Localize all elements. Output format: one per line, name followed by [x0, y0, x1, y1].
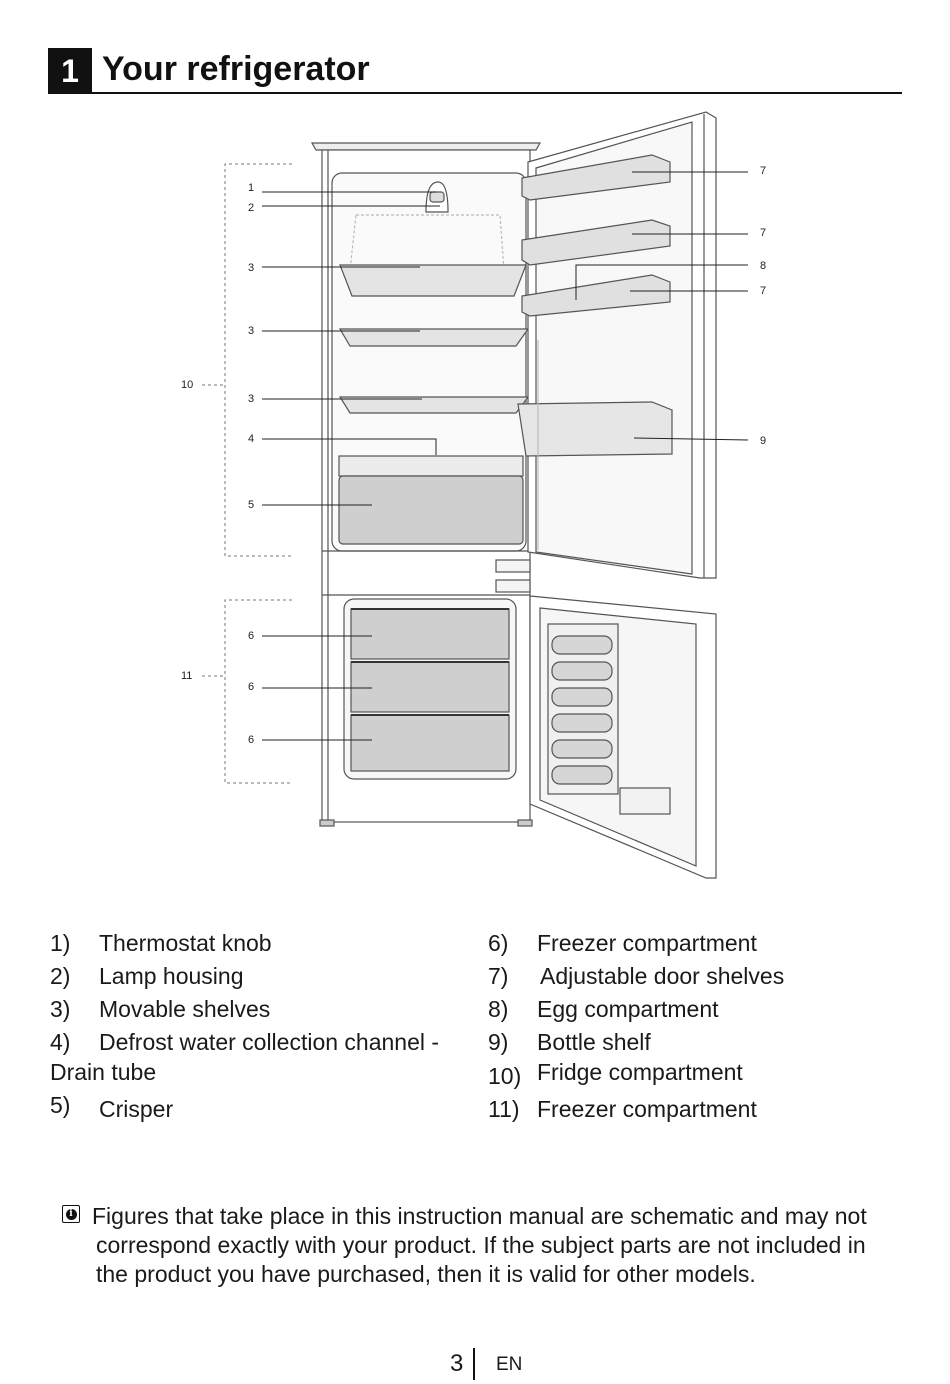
legend-item: 2) Lamp housing	[50, 963, 470, 996]
callout-label: 3	[248, 262, 254, 274]
callout-label: 6	[248, 630, 254, 642]
header-rule	[92, 92, 902, 94]
legend-text: Freezer compartment	[537, 930, 757, 956]
callout-label: 10	[181, 379, 193, 391]
page-number: 3	[450, 1350, 464, 1377]
note-line: correspond exactly with your product. If…	[96, 1232, 866, 1258]
legend-number: 6)	[488, 930, 509, 956]
legend-item: 1) Thermostat knob	[50, 930, 470, 963]
page-title: Your refrigerator	[102, 50, 370, 88]
legend-number: 8)	[488, 996, 509, 1022]
note-line: the product you have purchased, then it …	[96, 1261, 756, 1287]
legend-item: 5) Crisper	[50, 1092, 470, 1125]
info-icon: i	[62, 1205, 80, 1223]
legend-text: Egg compartment	[537, 996, 719, 1022]
legend-number: 7)	[488, 963, 509, 989]
legend-text: Movable shelves	[99, 996, 271, 1022]
callout-label: 7	[760, 285, 766, 297]
language-code: EN	[496, 1354, 523, 1375]
footer-divider	[473, 1348, 475, 1380]
callout-label: 6	[248, 734, 254, 746]
legend-text: Bottle shelf	[537, 1029, 651, 1055]
callout-label: 3	[248, 393, 254, 405]
page-footer: 3 EN	[0, 1348, 950, 1384]
legend-item: 6) Freezer compartment	[488, 930, 908, 963]
legend-number: 5)	[50, 1092, 71, 1118]
legend-text: Thermostat knob	[99, 930, 272, 956]
callout-label: 7	[760, 227, 766, 239]
legend-text: Defrost water collection channel -	[99, 1029, 440, 1055]
callout-label: 5	[248, 499, 254, 511]
legend-number: 3)	[50, 996, 71, 1022]
legend-number: 4)	[50, 1029, 71, 1055]
refrigerator-diagram: 1 2 3 3 3 4 5 6 6 6 10 11 7 7 8 7 9	[181, 111, 766, 879]
callout-label: 1	[248, 182, 254, 194]
legend-item: 11) Freezer compartment	[488, 1096, 908, 1129]
legend-text: Fridge compartment	[537, 1059, 743, 1085]
legend-number: 1)	[50, 930, 71, 956]
callout-label: 3	[248, 325, 254, 337]
legend-text: Adjustable door shelves	[540, 963, 785, 989]
callout-label: 9	[760, 435, 766, 447]
note-line: Figures that take place in this instruct…	[92, 1203, 867, 1229]
legend-text: Lamp housing	[99, 963, 244, 989]
legend-text: Crisper	[99, 1096, 174, 1122]
legend-left: 1) Thermostat knob 2) Lamp housing 3) Mo…	[50, 930, 470, 1125]
callout-label: 8	[760, 260, 766, 272]
legend-right: 6) Freezer compartment 7) Adjustable doo…	[488, 930, 908, 1129]
section-number: 1	[48, 48, 92, 94]
callout-label: 2	[248, 202, 254, 214]
info-note: i Figures that take place in this instru…	[62, 1202, 912, 1289]
legend-item: 9) Bottle shelf	[488, 1029, 908, 1059]
legend-item: 7) Adjustable door shelves	[488, 963, 908, 996]
legend-text-continued: Drain tube	[50, 1059, 157, 1085]
callout-label: 11	[181, 670, 192, 682]
legend-item: 4) Defrost water collection channel - Dr…	[50, 1029, 470, 1092]
callout-label: 6	[248, 681, 254, 693]
callout-label: 7	[760, 165, 766, 177]
legend-item: 3) Movable shelves	[50, 996, 470, 1029]
legend-item: 10) Fridge compartment	[488, 1059, 908, 1096]
legend-number: 11)	[488, 1096, 520, 1122]
legend-number: 2)	[50, 963, 71, 989]
legend-number: 9)	[488, 1029, 509, 1055]
callout-label: 4	[248, 433, 254, 445]
legend-text: Freezer compartment	[537, 1096, 757, 1122]
section-header: 1 Your refrigerator	[48, 48, 902, 94]
legend-item: 8) Egg compartment	[488, 996, 908, 1029]
legend-number: 10)	[488, 1063, 522, 1089]
